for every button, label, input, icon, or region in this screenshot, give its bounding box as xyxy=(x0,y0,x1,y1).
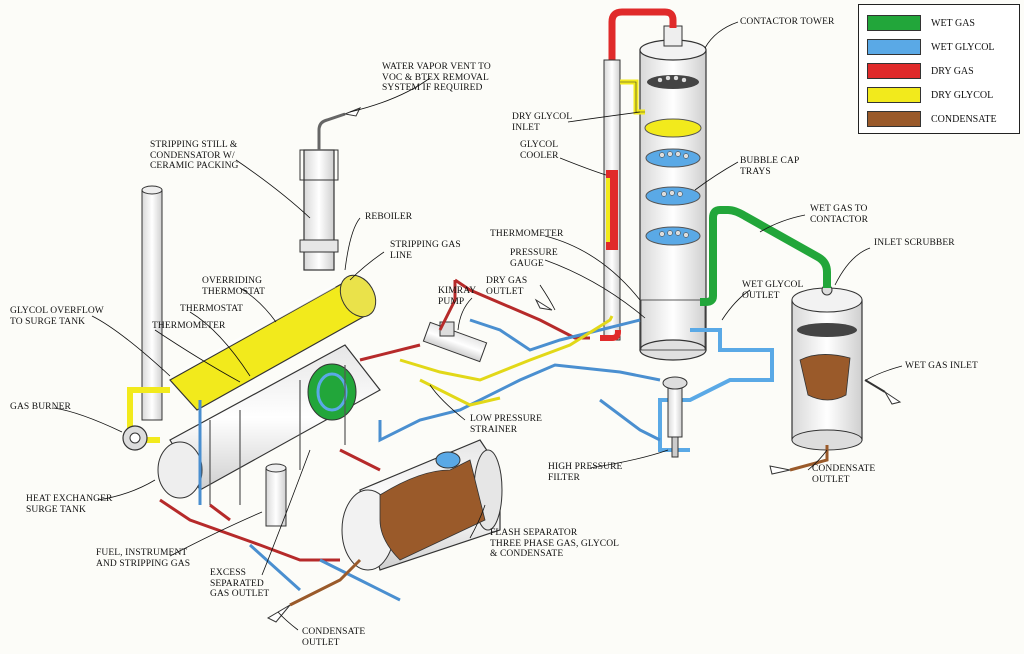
label-water-vapor-vent: WATER VAPOR VENT TO VOC & BTEX REMOVAL S… xyxy=(382,62,491,93)
glycol-cooler xyxy=(603,59,621,341)
label-reboiler: REBOILER xyxy=(365,212,413,222)
label-glycol-cooler: GLYCOL COOLER xyxy=(520,140,559,161)
label-glycol-overflow: GLYCOL OVERFLOW TO SURGE TANK xyxy=(10,306,104,327)
high-pressure-filter xyxy=(662,376,688,458)
label-wet-gas-inlet: WET GAS INLET xyxy=(905,361,978,371)
reboiler xyxy=(169,274,377,411)
label-fuel-instrument: FUEL, INSTRUMENT AND STRIPPING GAS xyxy=(96,548,191,569)
legend-item-condensate: CONDENSATE xyxy=(867,109,997,129)
label-low-pressure-strainer: LOW PRESSURE STRAINER xyxy=(470,414,543,435)
label-flash-separator: FLASH SEPARATOR THREE PHASE GAS, GLYCOL … xyxy=(490,528,620,559)
legend-item-dry-glycol: DRY GLYCOL xyxy=(867,85,993,105)
label-inlet-scrubber: INLET SCRUBBER xyxy=(874,238,955,248)
label-wet-glycol-outlet: WET GLYCOL OUTLET xyxy=(742,280,804,301)
label-condensate-outlet-bottom: CONDENSATE OUTLET xyxy=(302,627,366,648)
legend-swatch xyxy=(867,87,921,103)
legend-item-wet-gas: WET GAS xyxy=(867,13,975,33)
label-overriding-thermostat: OVERRIDING THERMOSTAT xyxy=(202,276,266,297)
legend-swatch xyxy=(867,39,921,55)
legend-label: DRY GLYCOL xyxy=(931,89,994,101)
label-kimray-pump: KIMRAY PUMP xyxy=(438,286,477,307)
label-excess-separated: EXCESS SEPARATED GAS OUTLET xyxy=(210,568,270,599)
label-wet-gas-to-contactor: WET GAS TO CONTACTOR xyxy=(810,204,869,225)
stripping-still xyxy=(299,107,362,271)
contactor-tower xyxy=(639,25,707,361)
inlet-scrubber xyxy=(791,284,863,451)
legend-swatch xyxy=(867,15,921,31)
label-bubble-cap-trays: BUBBLE CAP TRAYS xyxy=(740,156,800,177)
label-high-pressure-filter: HIGH PRESSURE FILTER xyxy=(548,462,623,483)
label-contactor-tower: CONTACTOR TOWER xyxy=(740,17,835,27)
kimray-pump xyxy=(422,321,488,363)
legend-label: CONDENSATE xyxy=(931,113,997,125)
label-heat-exchanger: HEAT EXCHANGER SURGE TANK xyxy=(26,494,113,515)
legend-label: WET GAS xyxy=(931,17,975,29)
label-thermometer-left: THERMOMETER xyxy=(152,321,226,331)
legend: WET GAS WET GLYCOL DRY GAS DRY GLYCOL CO… xyxy=(858,4,1020,134)
legend-label: DRY GAS xyxy=(931,65,974,77)
label-stripping-gas-line: STRIPPING GAS LINE xyxy=(390,240,461,261)
label-dry-glycol-inlet: DRY GLYCOL INLET xyxy=(512,112,573,133)
flash-separator xyxy=(341,439,503,571)
legend-swatch xyxy=(867,111,921,127)
legend-item-dry-gas: DRY GAS xyxy=(867,61,974,81)
label-thermostat: THERMOSTAT xyxy=(180,304,244,314)
legend-label: WET GLYCOL xyxy=(931,41,995,53)
label-gas-burner: GAS BURNER xyxy=(10,402,71,412)
label-pressure-gauge: PRESSURE GAUGE xyxy=(510,248,558,269)
label-condensate-outlet-right: CONDENSATE OUTLET xyxy=(812,464,876,485)
legend-item-wet-glycol: WET GLYCOL xyxy=(867,37,995,57)
label-thermometer-top: THERMOMETER xyxy=(490,229,564,239)
label-stripping-still: STRIPPING STILL & CONDENSATOR W/ CERAMIC… xyxy=(150,140,239,171)
label-dry-gas-outlet: DRY GAS OUTLET xyxy=(486,276,528,297)
legend-swatch xyxy=(867,63,921,79)
